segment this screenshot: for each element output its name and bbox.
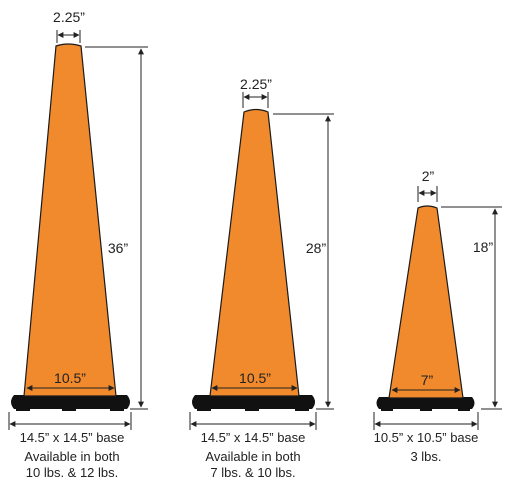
cone-1-base bbox=[11, 395, 130, 409]
cone-2-bottom-width: 10.5” bbox=[239, 370, 271, 386]
cone-3-body bbox=[388, 205, 464, 399]
cone-1-caption-line1: Available in both bbox=[24, 449, 119, 464]
cone-1-caption-line2: 10 lbs. & 12 lbs. bbox=[26, 465, 119, 480]
cone-1-bottom-width: 10.5” bbox=[54, 370, 86, 386]
cone-2-top-width: 2.25” bbox=[240, 76, 272, 92]
cone-1-height: 36” bbox=[108, 240, 129, 256]
cone-18in: 2” 18” 7” 10.5” x 10.5” base 3 lbs. bbox=[373, 168, 502, 464]
cone-2-body bbox=[209, 108, 300, 397]
cone-2-base-foot-left bbox=[197, 406, 211, 411]
cone-1-base-foot-left bbox=[16, 406, 30, 411]
cone-1-base-foot-mid bbox=[62, 406, 76, 411]
cone-1-base-foot-right bbox=[110, 406, 124, 411]
cone-3-height: 18” bbox=[473, 239, 494, 255]
cone-1-body bbox=[23, 43, 117, 397]
cone-28in: 2.25” 28” 10.5” 14.5” x 14.5” base Avail… bbox=[189, 76, 334, 480]
cone-3-base-foot-mid bbox=[420, 406, 432, 411]
cone-3-base bbox=[376, 397, 475, 409]
cone-2-base-size: 14.5” x 14.5” base bbox=[201, 430, 306, 445]
cone-1-top-width: 2.25” bbox=[53, 9, 85, 25]
cone-3-top-width: 2” bbox=[422, 168, 435, 184]
cone-2-base-foot-mid bbox=[245, 406, 259, 411]
cone-2-base-foot-right bbox=[295, 406, 309, 411]
cone-3-bottom-width: 7” bbox=[421, 372, 434, 388]
cone-3-base-foot-left bbox=[381, 406, 393, 411]
cone-3-base-foot-right bbox=[458, 406, 470, 411]
cone-2-caption-line1: Available in both bbox=[205, 449, 300, 464]
cone-2-height: 28” bbox=[306, 240, 327, 256]
cone-2-caption-line2: 7 lbs. & 10 lbs. bbox=[210, 465, 295, 480]
cone-36in: 2.25” 36” 10.5” 14.5” x 14.5” base Avail… bbox=[8, 9, 148, 480]
cone-3-base-size: 10.5” x 10.5” base bbox=[374, 430, 479, 445]
cone-3-caption-line1: 3 lbs. bbox=[410, 449, 441, 464]
cone-2-base bbox=[192, 395, 315, 409]
cone-1-base-size: 14.5” x 14.5” base bbox=[20, 430, 125, 445]
